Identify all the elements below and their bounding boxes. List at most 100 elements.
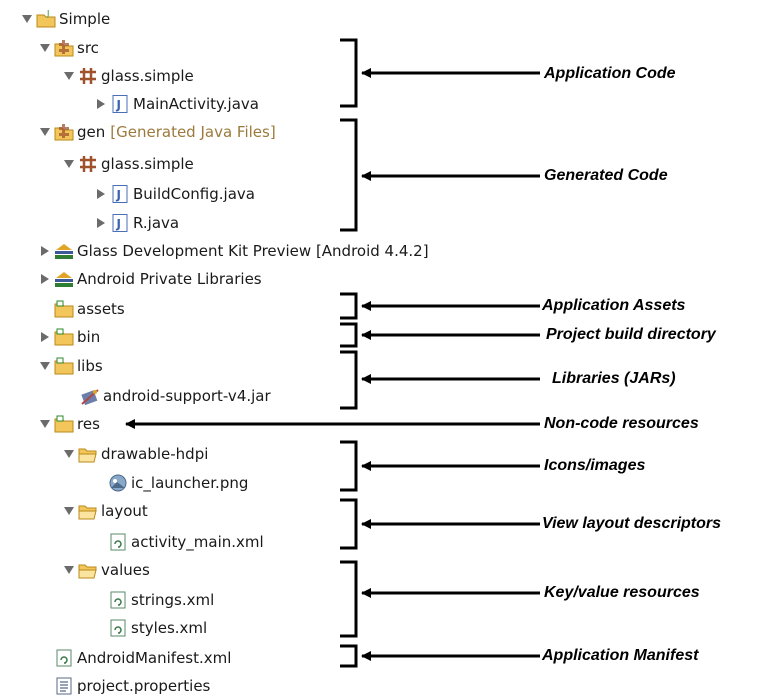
bracket xyxy=(340,350,358,410)
tree-item-label: activity_main.xml xyxy=(131,533,264,551)
library-icon xyxy=(54,241,74,261)
open-folder-icon xyxy=(78,444,98,464)
tree-item-label: assets xyxy=(77,300,125,318)
collapsed-arrow-icon[interactable] xyxy=(38,330,52,344)
folder-icon xyxy=(54,299,74,319)
expand-arrow-icon[interactable] xyxy=(62,447,76,461)
annotation-generated-code: Generated Code xyxy=(544,167,668,184)
collapsed-arrow-icon[interactable] xyxy=(38,272,52,286)
java-file-icon: J xyxy=(110,184,130,204)
collapsed-arrow-icon[interactable] xyxy=(94,97,108,111)
jar-icon xyxy=(80,386,100,406)
tree-item-gdk[interactable]: Glass Development Kit Preview [Android 4… xyxy=(38,237,429,265)
tree-item-label: values xyxy=(101,561,150,579)
bracket xyxy=(340,292,358,320)
collapsed-arrow-icon[interactable] xyxy=(94,187,108,201)
tree-item-drawable-hdpi[interactable]: drawable-hdpi xyxy=(62,440,208,468)
tree-item-src[interactable]: src xyxy=(38,34,99,62)
java-file-icon: J xyxy=(110,213,130,233)
tree-item-assets[interactable]: assets xyxy=(54,295,125,323)
expand-arrow-icon[interactable] xyxy=(38,125,52,139)
tree-item-label: android-support-v4.jar xyxy=(103,387,271,405)
tree-item-label: libs xyxy=(77,357,103,375)
xml-file-icon xyxy=(54,648,74,668)
tree-item-label: bin xyxy=(77,328,101,346)
tree-item-package[interactable]: glass.simple xyxy=(62,62,194,90)
expand-arrow-icon[interactable] xyxy=(38,359,52,373)
annotation-view-layout-descriptors: View layout descriptors xyxy=(542,515,722,532)
tree-item-gen[interactable]: gen [Generated Java Files] xyxy=(38,118,276,146)
tree-item-activity-main[interactable]: activity_main.xml xyxy=(108,528,264,556)
tree-item-label: glass.simple xyxy=(101,67,194,85)
tree-item-manifest[interactable]: AndroidManifest.xml xyxy=(54,644,231,672)
tree-item-label: gen xyxy=(77,123,106,141)
bracket xyxy=(340,118,358,232)
xml-file-icon xyxy=(108,618,128,638)
library-icon xyxy=(54,269,74,289)
tree-item-label: layout xyxy=(101,502,148,520)
expand-arrow-icon[interactable] xyxy=(62,563,76,577)
bracket xyxy=(340,498,358,550)
annotation-application-assets: Application Assets xyxy=(542,297,686,314)
tree-item-layout[interactable]: layout xyxy=(62,497,148,525)
tree-item-label: R.java xyxy=(133,214,180,232)
xml-file-icon xyxy=(108,532,128,552)
folder-icon xyxy=(54,414,74,434)
svg-text:J: J xyxy=(116,98,121,112)
tree-item-support-jar[interactable]: android-support-v4.jar xyxy=(80,382,271,410)
tree-item-styles[interactable]: styles.xml xyxy=(108,614,207,642)
annotation-application-code: Application Code xyxy=(544,65,676,82)
tree-item-strings[interactable]: strings.xml xyxy=(108,586,214,614)
java-file-icon: J xyxy=(110,94,130,114)
expand-arrow-icon[interactable] xyxy=(62,69,76,83)
annotation-application-manifest: Application Manifest xyxy=(542,647,699,664)
package-icon xyxy=(78,154,98,174)
tree-item-label: drawable-hdpi xyxy=(101,445,209,463)
tree-item-label: Simple xyxy=(59,10,111,28)
expand-arrow-icon[interactable] xyxy=(20,12,34,26)
expand-arrow-icon[interactable] xyxy=(62,157,76,171)
tree-item-label: MainActivity.java xyxy=(133,95,259,113)
bracket xyxy=(340,440,358,492)
tree-item-private-libs[interactable]: Android Private Libraries xyxy=(38,265,262,293)
tree-item-label: src xyxy=(77,39,99,57)
image-file-icon xyxy=(108,473,128,493)
tree-item-rjava[interactable]: J R.java xyxy=(94,209,179,237)
expand-arrow-icon[interactable] xyxy=(38,41,52,55)
tree-item-label: project.properties xyxy=(77,677,211,695)
tree-item-label: strings.xml xyxy=(131,591,215,609)
tree-item-ic-launcher[interactable]: ic_launcher.png xyxy=(108,469,248,497)
tree-item-label: BuildConfig.java xyxy=(133,185,255,203)
java-project-icon: J xyxy=(36,9,56,29)
bracket xyxy=(340,560,358,638)
tree-item-res[interactable]: res xyxy=(38,410,100,438)
tree-item-mainactivity[interactable]: J MainActivity.java xyxy=(94,90,259,118)
tree-item-project-properties[interactable]: project.properties xyxy=(54,672,210,700)
tree-item-label: AndroidManifest.xml xyxy=(77,649,232,667)
collapsed-arrow-icon[interactable] xyxy=(94,216,108,230)
annotation-libraries: Libraries (JARs) xyxy=(552,370,676,387)
tree-item-label: Glass Development Kit Preview [Android 4… xyxy=(77,242,429,260)
expand-arrow-icon[interactable] xyxy=(38,417,52,431)
collapsed-arrow-icon[interactable] xyxy=(38,244,52,258)
tree-item-bin[interactable]: bin xyxy=(38,323,100,351)
source-folder-icon xyxy=(54,38,74,58)
folder-icon xyxy=(54,356,74,376)
open-folder-icon xyxy=(78,501,98,521)
tree-item-libs[interactable]: libs xyxy=(38,352,103,380)
tree-item-buildconfig[interactable]: J BuildConfig.java xyxy=(94,180,255,208)
tree-item-values[interactable]: values xyxy=(62,556,150,584)
tree-item-label: ic_launcher.png xyxy=(131,474,249,492)
tree-item-package[interactable]: glass.simple xyxy=(62,150,194,178)
svg-text:J: J xyxy=(116,188,121,202)
expand-arrow-icon[interactable] xyxy=(62,504,76,518)
tree-item-simple[interactable]: J Simple xyxy=(20,5,110,33)
source-folder-icon xyxy=(54,122,74,142)
bracket xyxy=(340,644,358,668)
tree-item-label: Android Private Libraries xyxy=(77,270,262,288)
tree-item-label: glass.simple xyxy=(101,155,194,173)
svg-text:J: J xyxy=(46,9,49,18)
folder-icon xyxy=(54,327,74,347)
tree-item-decoration: [Generated Java Files] xyxy=(110,123,276,141)
annotation-project-build-directory: Project build directory xyxy=(546,326,716,343)
